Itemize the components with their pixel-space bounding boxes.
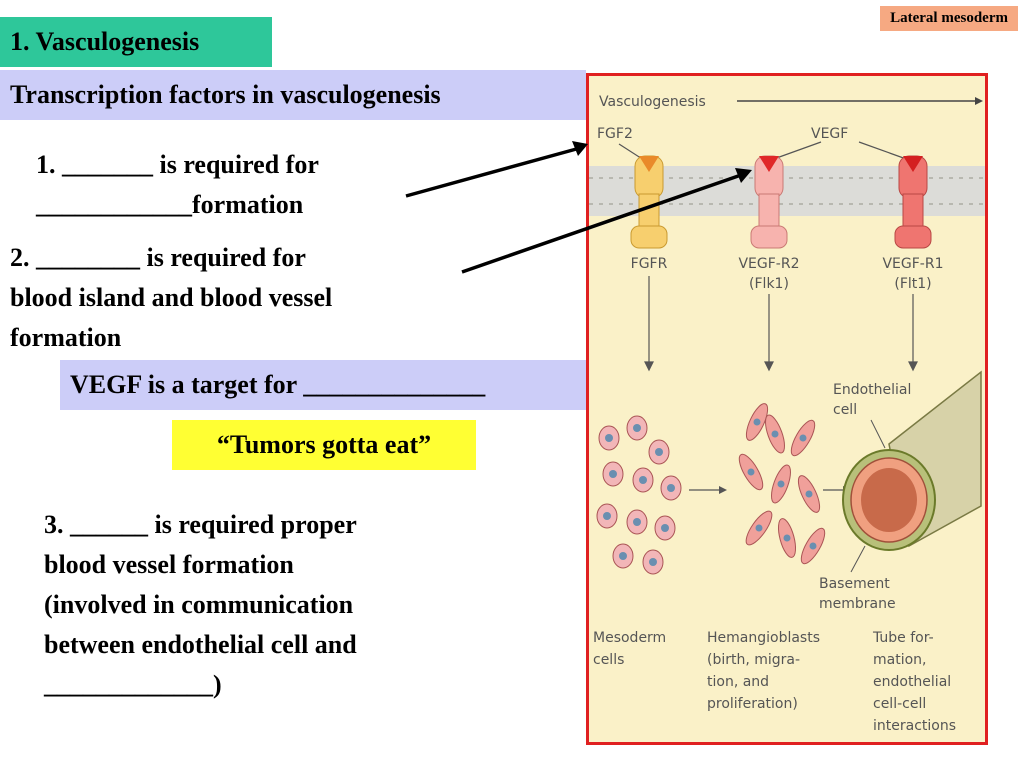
basement-pointer	[850, 545, 866, 573]
title-arrow-head	[975, 97, 983, 105]
question-2-line-3: formation	[10, 323, 122, 352]
vegf-label: VEGF	[811, 126, 848, 142]
svg-text:cells: cells	[593, 652, 624, 668]
stage-1-caption: Mesoderm cells	[593, 630, 666, 668]
stage-2-caption: Hemangioblasts (birth, migra- tion, and …	[707, 630, 820, 712]
arrow-to-vegf-head	[735, 168, 752, 183]
svg-text:endothelial: endothelial	[873, 674, 951, 690]
vegf-pointer-right	[858, 141, 910, 161]
vegf-pointer-left	[770, 141, 822, 161]
endothelial-label-1: Endothelial	[833, 382, 911, 398]
tumor-callout: “Tumors gotta eat”	[172, 420, 476, 470]
corner-tag: Lateral mesoderm	[880, 6, 1018, 31]
arrow-to-fgf2	[405, 146, 581, 198]
mesoderm-cells	[596, 415, 682, 575]
vegf-target-box: VEGF is a target for ______________	[60, 360, 626, 410]
question-3-line-1: 3. ______ is required proper	[44, 510, 357, 539]
fgf2-label: FGF2	[597, 126, 633, 142]
svg-text:Tube for-: Tube for-	[872, 630, 934, 646]
figure-title: Vasculogenesis	[599, 94, 706, 110]
svg-text:cell-cell: cell-cell	[873, 696, 926, 712]
question-3-line-2: blood vessel formation	[44, 550, 294, 579]
question-3-line-3: (involved in communication	[44, 590, 354, 619]
stage-arrow-1-head	[719, 486, 727, 494]
receptor-vegf-r1	[894, 155, 932, 249]
question-1-line-1: 1. _______ is required for	[36, 150, 319, 179]
svg-text:mation,: mation,	[873, 652, 926, 668]
basement-label-2: membrane	[819, 596, 896, 612]
question-1: 1. _______ is required for ____________f…	[36, 145, 319, 225]
svg-text:Hemangioblasts: Hemangioblasts	[707, 630, 820, 646]
question-2-line-1: 2. ________ is required for	[10, 243, 306, 272]
question-2-line-2: blood island and blood vessel	[10, 283, 333, 312]
svg-text:(birth, migra-: (birth, migra-	[707, 652, 800, 668]
endothelial-label-2: cell	[833, 402, 857, 418]
slide-title: 1. Vasculogenesis	[0, 17, 272, 67]
endothelial-pointer	[870, 419, 886, 449]
arrow-to-vegf	[461, 172, 745, 274]
figure-canvas: Vasculogenesis FGF2 VEGF FGFR	[589, 94, 985, 734]
basement-label-1: Basement	[819, 576, 890, 592]
receptor-vegf-r2	[750, 155, 788, 249]
question-1-line-2: ____________formation	[36, 190, 304, 219]
svg-text:tion, and: tion, and	[707, 674, 769, 690]
receptor-alt-flk1: (Flk1)	[749, 276, 789, 292]
question-3: 3. ______ is required proper blood vesse…	[44, 505, 357, 705]
receptor-label-vegf-r2: VEGF-R2	[738, 256, 799, 272]
receptor-label-vegf-r1: VEGF-R1	[882, 256, 943, 272]
question-3-line-5: _____________)	[44, 670, 222, 699]
stage-3-caption: Tube for- mation, endothelial cell-cell …	[872, 630, 956, 734]
question-3-line-4: between endothelial cell and	[44, 630, 357, 659]
svg-text:interactions: interactions	[873, 718, 956, 734]
svg-text:proliferation): proliferation)	[707, 696, 798, 712]
svg-text:Mesoderm: Mesoderm	[593, 630, 666, 646]
slide-subtitle: Transcription factors in vasculogenesis	[0, 70, 586, 120]
vasculogenesis-figure: Vasculogenesis FGF2 VEGF FGFR	[586, 73, 988, 745]
receptor-label-fgfr: FGFR	[631, 256, 668, 272]
question-2: 2. ________ is required for blood island…	[10, 238, 332, 358]
arrow-to-fgf2-head	[572, 141, 588, 156]
receptor-fgfr	[630, 155, 668, 249]
receptor-alt-flt1: (Flt1)	[894, 276, 931, 292]
vessel-tube	[842, 370, 982, 551]
hemangioblasts	[738, 403, 826, 565]
signal-arrows	[644, 276, 918, 372]
